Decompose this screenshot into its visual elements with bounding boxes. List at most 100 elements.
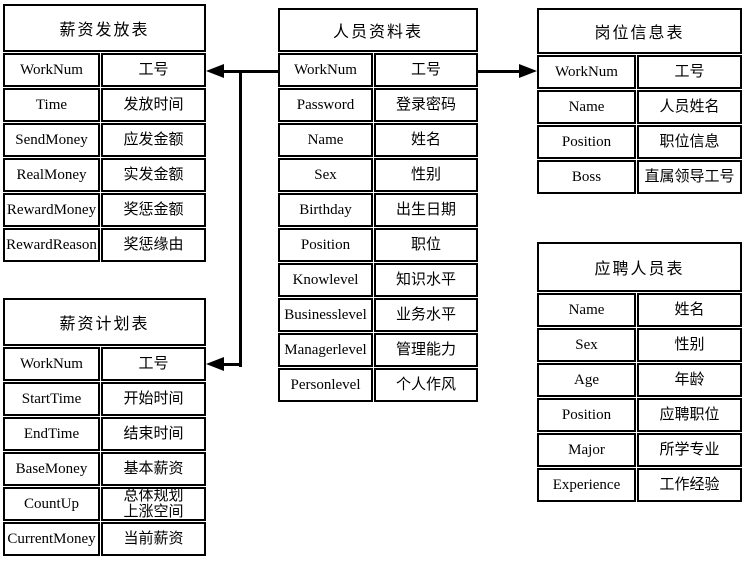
- field-label-cell: 姓名: [374, 123, 478, 157]
- field-name-cell: Birthday: [278, 193, 373, 227]
- field-label-cell: 职位: [374, 228, 478, 262]
- arrowhead-to-salary-plan-icon: [206, 357, 224, 371]
- connector-line-personnel-to-salary-payment: [218, 70, 278, 73]
- field-name-cell: Sex: [278, 158, 373, 192]
- field-label-cell: 个人作风: [374, 368, 478, 402]
- field-label-cell: 姓名: [637, 293, 742, 327]
- field-name-cell: RewardReason: [3, 228, 100, 262]
- field-name-cell: Name: [278, 123, 373, 157]
- field-label-cell: 开始时间: [101, 382, 206, 416]
- field-name-cell: SendMoney: [3, 123, 100, 157]
- field-label-cell: 当前薪资: [101, 522, 206, 556]
- table-title: 人员资料表: [278, 8, 478, 52]
- field-name-cell: CurrentMoney: [3, 522, 100, 556]
- field-name-cell: Knowlevel: [278, 263, 373, 297]
- field-name-cell: Time: [3, 88, 100, 122]
- field-label-cell: 总体规划 上涨空间: [101, 487, 206, 521]
- field-name-cell: RealMoney: [3, 158, 100, 192]
- field-name-cell: Personlevel: [278, 368, 373, 402]
- field-label-cell: 知识水平: [374, 263, 478, 297]
- field-name-cell: Position: [537, 398, 636, 432]
- table-title: 薪资发放表: [3, 4, 206, 52]
- field-name-cell: WorkNum: [278, 53, 373, 87]
- field-label-cell: 应发金额: [101, 123, 206, 157]
- field-name-cell: RewardMoney: [3, 193, 100, 227]
- field-label-cell: 工作经验: [637, 468, 742, 502]
- field-name-cell: WorkNum: [3, 347, 100, 381]
- field-label-cell: 结束时间: [101, 417, 206, 451]
- field-name-cell: Position: [278, 228, 373, 262]
- field-label-cell: 出生日期: [374, 193, 478, 227]
- field-label-cell: 人员姓名: [637, 90, 742, 124]
- field-name-cell: CountUp: [3, 487, 100, 521]
- field-label-cell: 基本薪资: [101, 452, 206, 486]
- field-name-cell: Name: [537, 293, 636, 327]
- field-name-cell: Managerlevel: [278, 333, 373, 367]
- field-label-cell: 性别: [637, 328, 742, 362]
- connector-line-branch-vertical: [239, 70, 242, 367]
- field-name-cell: Age: [537, 363, 636, 397]
- field-label-cell: 性别: [374, 158, 478, 192]
- arrowhead-to-position-info-icon: [519, 64, 537, 78]
- field-name-cell: Password: [278, 88, 373, 122]
- field-name-cell: Position: [537, 125, 636, 159]
- field-label-cell: 奖惩金额: [101, 193, 206, 227]
- field-label-cell: 职位信息: [637, 125, 742, 159]
- field-label-cell: 工号: [101, 347, 206, 381]
- field-label-cell: 应聘职位: [637, 398, 742, 432]
- field-name-cell: WorkNum: [537, 55, 636, 89]
- field-name-cell: Major: [537, 433, 636, 467]
- field-name-cell: Boss: [537, 160, 636, 194]
- connector-line-personnel-to-salary-plan: [218, 363, 242, 366]
- field-label-cell: 管理能力: [374, 333, 478, 367]
- arrowhead-to-salary-payment-icon: [206, 64, 224, 78]
- field-name-cell: StartTime: [3, 382, 100, 416]
- field-name-cell: Businesslevel: [278, 298, 373, 332]
- field-label-cell: 业务水平: [374, 298, 478, 332]
- field-name-cell: Sex: [537, 328, 636, 362]
- field-label-cell: 工号: [637, 55, 742, 89]
- field-label-cell: 工号: [101, 53, 206, 87]
- field-name-cell: BaseMoney: [3, 452, 100, 486]
- field-name-cell: EndTime: [3, 417, 100, 451]
- field-label-cell: 工号: [374, 53, 478, 87]
- field-label-cell: 发放时间: [101, 88, 206, 122]
- field-label-cell: 登录密码: [374, 88, 478, 122]
- field-label-cell: 奖惩缘由: [101, 228, 206, 262]
